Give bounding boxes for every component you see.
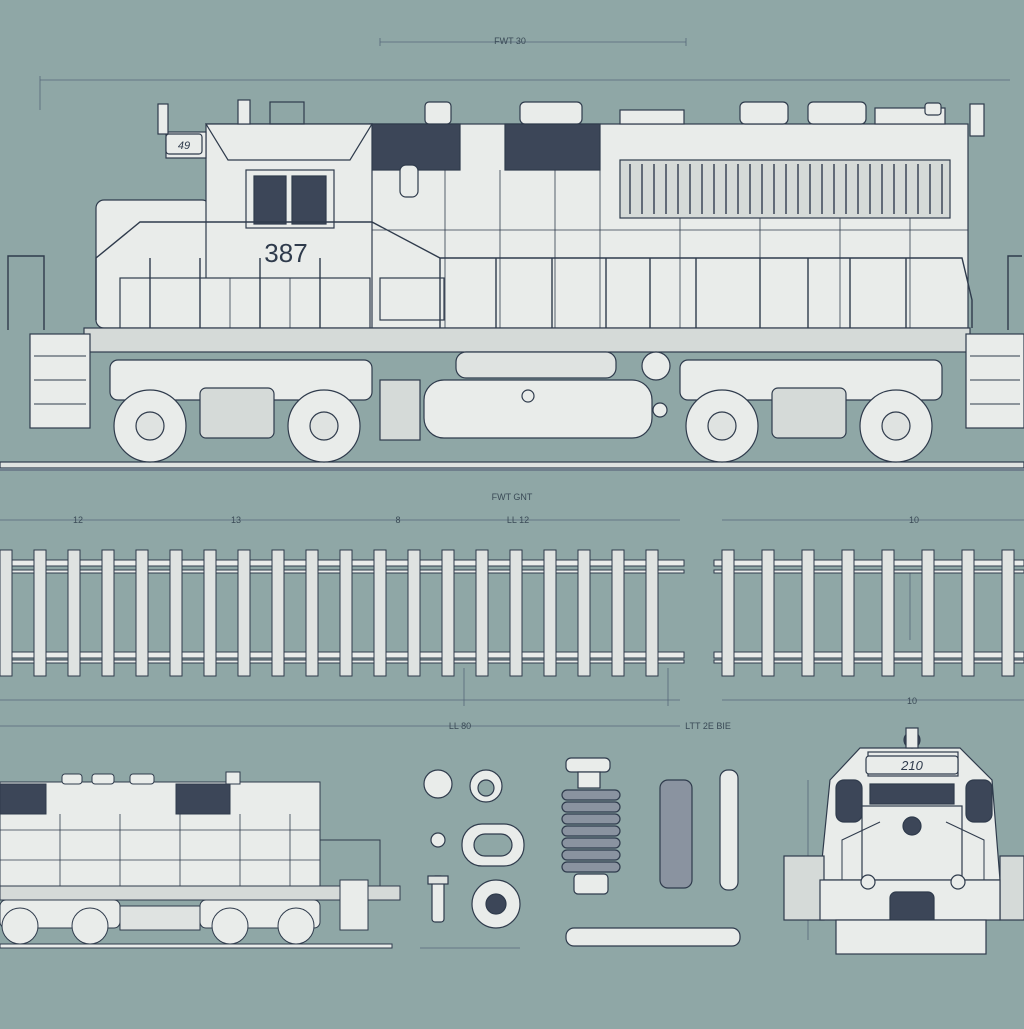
handrails <box>7 221 1022 330</box>
wheelset-rear <box>685 387 933 463</box>
track-title-label: FWT GNT <box>492 492 533 502</box>
ball-part <box>423 769 453 799</box>
track-tie <box>33 549 47 677</box>
small-locomotive <box>0 771 401 949</box>
track-dim-center: LL 12 <box>507 515 529 525</box>
track-tie <box>577 549 591 677</box>
track-tie <box>407 549 421 677</box>
side-dim-right: 10 <box>907 696 917 706</box>
track-dim-mid1: 13 <box>231 515 241 525</box>
track-dim-left: 12 <box>73 515 83 525</box>
parts-set <box>423 757 741 947</box>
track-tie <box>373 549 387 677</box>
track-tie <box>761 549 775 677</box>
track-tie <box>543 549 557 677</box>
track-tie <box>441 549 455 677</box>
coil-part <box>659 779 693 889</box>
parts-dim-left: LL 80 <box>449 721 471 731</box>
track-section-right <box>713 549 1024 677</box>
locomotive-side-view <box>0 99 1024 471</box>
track-tie <box>611 549 625 677</box>
track-section-left <box>0 549 685 677</box>
track-tie <box>203 549 217 677</box>
cab-number-plate: 49 <box>178 140 190 152</box>
track-tie <box>801 549 815 677</box>
track-tie <box>305 549 319 677</box>
track-tie <box>881 549 895 677</box>
track-tie <box>169 549 183 677</box>
track-tie <box>339 549 353 677</box>
track-tie <box>271 549 285 677</box>
track-tie <box>721 549 735 677</box>
dimension-lines <box>0 38 1024 949</box>
track-tie <box>475 549 489 677</box>
track-tie <box>921 549 935 677</box>
track-tie <box>67 549 81 677</box>
track-dim-right: 10 <box>909 515 919 525</box>
end-steps <box>34 355 1020 405</box>
locomotive-front-view <box>783 727 1024 955</box>
radiator-grille <box>629 164 943 214</box>
track-tie <box>1001 549 1015 677</box>
track-tie <box>841 549 855 677</box>
track-tie <box>0 549 13 677</box>
pin-part <box>719 769 739 891</box>
track-tie <box>509 549 523 677</box>
track-tie <box>135 549 149 677</box>
track-tie <box>645 549 659 677</box>
top-dimension-label: FWT 30 <box>494 36 526 46</box>
spring-part <box>561 757 621 895</box>
rod-part <box>565 927 741 947</box>
front-number-plate: 210 <box>900 758 923 773</box>
track-tie <box>237 549 251 677</box>
parts-dim-right: LTT 2E BIE <box>685 721 731 731</box>
small-ball-part <box>430 832 446 848</box>
track-tie <box>961 549 975 677</box>
road-number: 387 <box>264 238 307 268</box>
track-dim-mid2: 8 <box>395 515 400 525</box>
wheelset-front <box>113 387 361 463</box>
track-tie <box>101 549 115 677</box>
